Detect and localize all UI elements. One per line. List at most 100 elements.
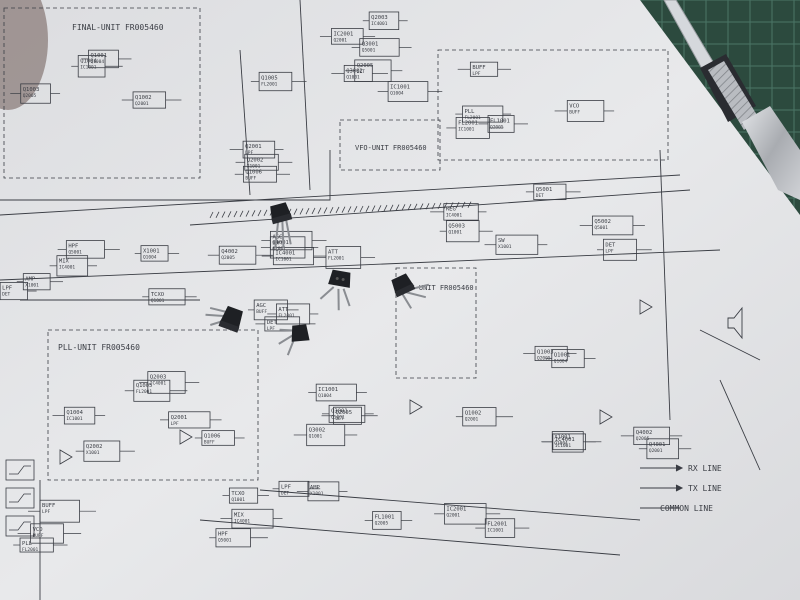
block-label: Q3001 [362,42,379,48]
block-label: LPF [2,285,12,291]
block-sublabel: Q1004 [91,59,105,65]
block-sublabel: IC1001 [66,416,83,422]
block-sublabel: X1001 [247,163,261,169]
block-sublabel: IC1001 [555,443,572,449]
block-sublabel: Q1001 [231,497,245,503]
ref-unit-label: REF-UNIT FR005460 [402,284,474,292]
block-label: Q4002 [221,249,238,255]
block-label: Q1002 [465,411,482,417]
pin-tick [443,202,448,209]
block-sublabel: IC4001 [446,213,463,219]
block-label: DET [267,320,278,326]
block-label: BUFF [472,65,485,71]
amplifier-symbol [59,449,73,465]
pin-tick [209,211,214,219]
pin-tick [389,204,394,211]
block-sublabel: Q5001 [362,48,376,54]
block-label: VCO [569,103,579,109]
pin-tick [299,208,304,215]
signal-trace [0,174,681,216]
pin-tick [233,210,238,218]
block-sublabel: IC1001 [458,126,475,132]
block-label: Q5003 [448,224,465,230]
vfo-unit-label: VFO-UNIT FR005460 [355,144,427,152]
block-label: Q2003 [150,375,167,381]
block-sublabel: X1001 [25,283,39,289]
block-label: Q2002 [247,157,264,163]
block-sublabel: IC1001 [487,528,504,534]
block-label: Q1004 [66,410,83,416]
pin-tick [335,206,340,214]
signal-trace [259,489,641,521]
block-sublabel: FL2001 [261,81,278,87]
block-label: IC4001 [275,250,295,256]
block-label: Q1004 [80,59,97,65]
block-sublabel: BUFF [272,240,283,246]
block-sublabel: Q5001 [68,250,82,256]
block-sublabel: Q2005 [23,93,37,99]
block-sublabel: DET [281,490,289,496]
pll-unit-label: PLL-UNIT FR005460 [58,343,140,352]
block-label: TCXO [151,292,164,298]
block-label: FL2001 [458,120,478,126]
block-label: Q1003 [537,349,554,355]
block-label: AMP [25,277,36,283]
pin-tick [467,201,472,208]
block-sublabel: Q2005 [537,355,551,361]
signal-trace [239,49,251,196]
speaker-icon [727,306,743,340]
block-label: Q1002 [135,95,152,101]
block-label: Q2002 [86,444,103,450]
block-label: Q1006 [245,169,262,175]
block-label: Q1005 [136,383,153,389]
block-sublabel: IC4001 [234,518,251,524]
block-label: Q5002 [594,219,611,225]
block-sublabel: FL2001 [278,313,295,319]
block-sublabel: FL2001 [328,255,345,261]
pin-tick [455,201,460,209]
common-line-label: COMMON LINE [660,504,713,513]
block-label: Q1001 [554,353,571,359]
block-label: IC1001 [390,85,410,91]
block-sublabel: BUFF [33,533,44,539]
block-sublabel: DET [536,193,544,199]
block-sublabel: IC4001 [150,381,167,387]
block-sublabel: Q5001 [218,538,232,544]
block-sublabel: LPF [472,71,480,77]
block-label: Q2003 [371,15,388,21]
pin-tick [461,201,466,209]
block-sublabel: Q1001 [309,433,323,439]
block-sublabel: Q1001 [448,230,462,236]
pin-tick [401,204,406,211]
block-label: REG [446,207,456,213]
block-sublabel: Q5001 [594,225,608,231]
block-sublabel: Q2005 [636,436,650,442]
block-sublabel: BUFF [569,109,580,115]
pin-tick [377,205,382,212]
block-sublabel: Q2005 [490,124,504,130]
amplifier-symbol [639,299,653,315]
block-sublabel: Q1004 [554,441,568,447]
